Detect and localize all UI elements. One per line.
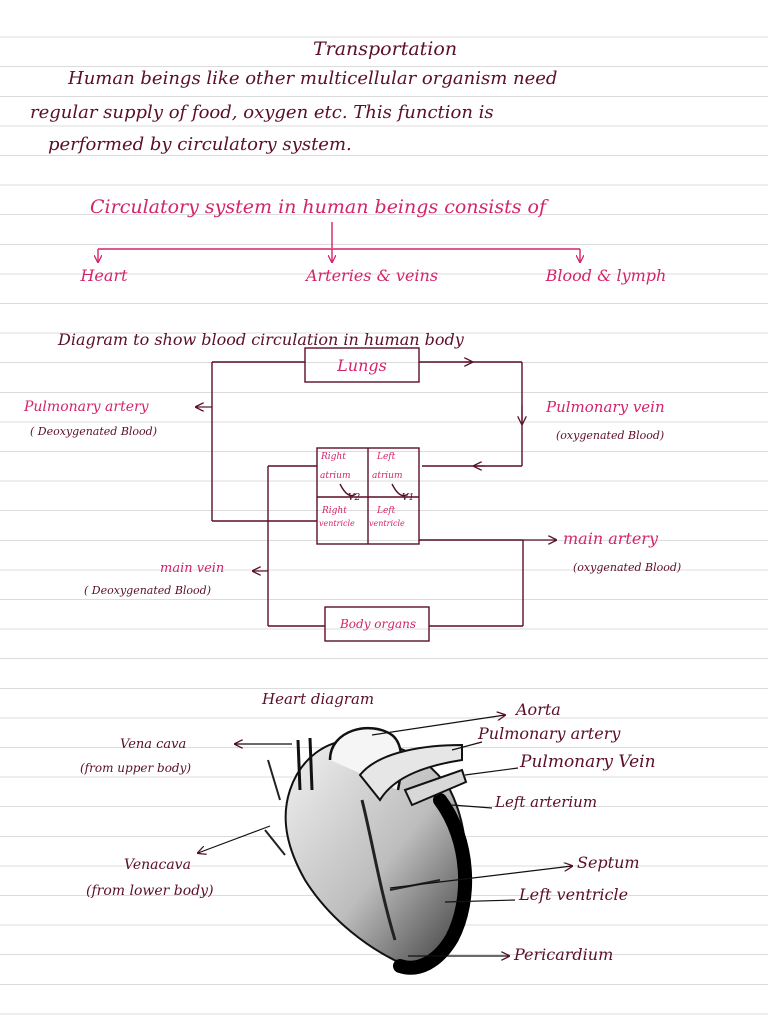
intro-line-1: Human beings like other multicellular or… xyxy=(68,68,558,89)
label-vena-cava-lower: Venacava xyxy=(124,857,191,873)
main-vein-label: main vein xyxy=(160,561,225,576)
left-ventricle-label-2: ventricle xyxy=(369,519,405,528)
circulation-arrows xyxy=(196,362,556,571)
main-artery-label: main artery xyxy=(563,529,658,548)
pulmonary-vein-note: (oxygenated Blood) xyxy=(556,429,665,442)
heart-label-lines xyxy=(198,715,572,956)
pulmonary-artery-note: ( Deoxygenated Blood) xyxy=(30,425,157,438)
main-vein-note: ( Deoxygenated Blood) xyxy=(84,584,211,597)
consists-item-heart: Heart xyxy=(80,266,128,285)
pulmonary-artery-label: Pulmonary artery xyxy=(24,399,149,415)
pericardium-edge xyxy=(393,793,473,975)
body-organs-label: Body organs xyxy=(339,617,417,631)
label-left-ventricle: Left ventricle xyxy=(519,885,629,904)
lungs-box xyxy=(304,347,420,383)
label-pulmonary-vein: Pulmonary Vein xyxy=(520,752,656,772)
lungs-label: Lungs xyxy=(337,356,387,375)
pulmonary-vein-label: Pulmonary vein xyxy=(546,398,665,416)
valve-v1-label: V1 xyxy=(402,493,415,503)
left-ventricle-label-1: Left xyxy=(377,506,396,516)
label-vena-cava-upper-note: (from upper body) xyxy=(80,761,192,775)
right-atrium-label-1: Right xyxy=(321,452,346,462)
consists-heading: Circulatory system in human beings consi… xyxy=(90,196,546,218)
consists-item-arteries-veins: Arteries & veins xyxy=(305,266,439,285)
label-pericardium: Pericardium xyxy=(514,945,614,964)
intro-line-3: performed by circulatory system. xyxy=(48,134,352,155)
right-ventricle-label-1: Right xyxy=(322,506,347,516)
pulmonary-vein-vessel xyxy=(403,768,468,807)
circulation-heading: Diagram to show blood circulation in hum… xyxy=(58,330,464,349)
page-title: Transportation xyxy=(312,38,458,60)
right-atrium-label-2: atrium xyxy=(320,471,351,481)
heart-illustration xyxy=(264,726,473,975)
pulmonary-artery-vessel xyxy=(358,743,463,802)
vena-cava-vessel xyxy=(296,737,314,791)
intro-line-2: regular supply of food, oxygen etc. This… xyxy=(30,102,494,123)
label-vena-cava-lower-note: (from lower body) xyxy=(86,883,214,899)
label-left-atrium: Left arterium xyxy=(495,793,598,811)
valve-v2-label: V2 xyxy=(348,493,361,503)
heart-diagram-heading: Heart diagram xyxy=(262,690,375,708)
consists-tree xyxy=(98,222,580,262)
circulation-diagram xyxy=(211,347,524,642)
left-atrium-label-1: Left xyxy=(377,452,396,462)
left-atrium-label-2: atrium xyxy=(372,471,403,481)
body-organs-box xyxy=(324,606,430,642)
main-artery-note: (oxygenated Blood) xyxy=(573,561,682,574)
label-pulmonary-artery: Pulmonary artery xyxy=(478,724,621,743)
right-ventricle-label-2: ventricle xyxy=(319,519,355,528)
septum-line xyxy=(360,799,397,941)
label-aorta: Aorta xyxy=(516,700,561,719)
consists-item-blood-lymph: Blood & lymph xyxy=(545,266,667,285)
label-vena-cava-upper: Vena cava xyxy=(120,737,187,752)
label-septum: Septum xyxy=(577,853,640,872)
